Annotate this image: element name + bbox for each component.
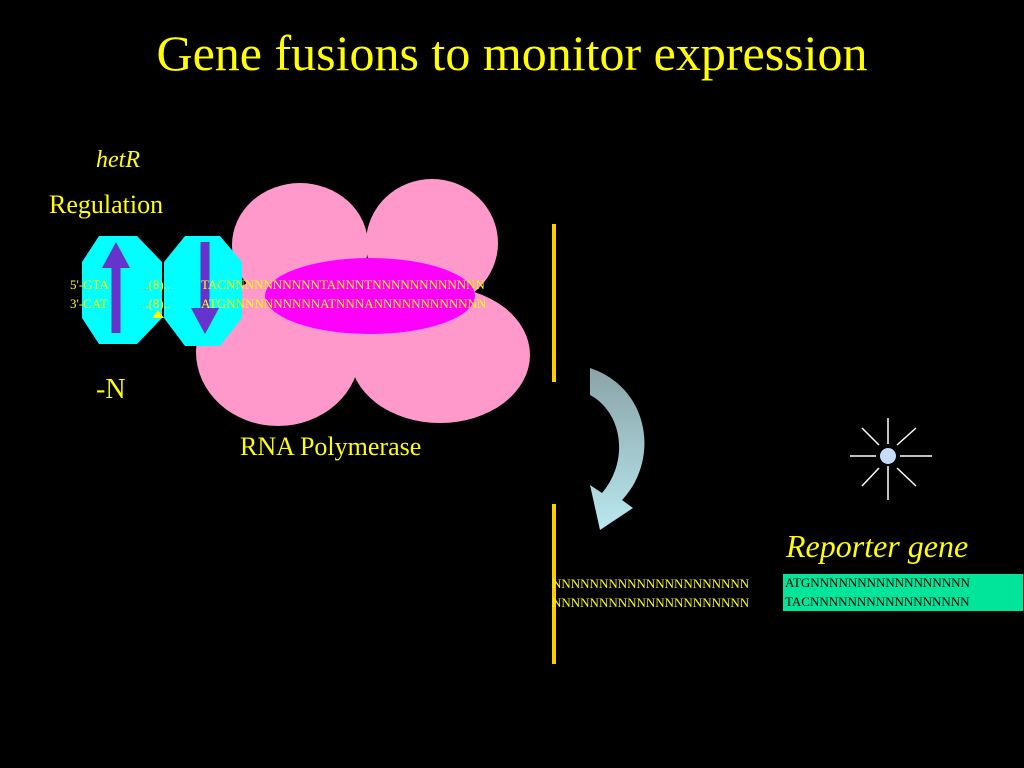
sigma-factor bbox=[265, 258, 475, 334]
rna-polymerase-label: RNA Polymerase bbox=[240, 432, 422, 461]
promoter-bottom-tail: ATGNNNNNNNNNNATNNNANNNNNNNNNNNN bbox=[201, 297, 487, 310]
fusion-bottom-upstream: NNNNNNNNNNNNNNNNNNNNN bbox=[552, 596, 750, 609]
hetr-dimer bbox=[82, 236, 242, 346]
reporter-gene-label: Reporter gene bbox=[786, 528, 969, 564]
promoter-top-tail: TACNNNNNNNNNNTANNNTNNNNNNNNNNNN bbox=[201, 278, 485, 291]
slide-title: Gene fusions to monitor expression bbox=[156, 25, 868, 81]
regulation-label: Regulation bbox=[49, 190, 164, 219]
binding-site-marker bbox=[152, 310, 164, 318]
reporter-coding-bottom: TACNNNNNNNNNNNNNNNNN bbox=[783, 592, 1023, 611]
up-arrow-icon bbox=[102, 242, 130, 268]
promoter-bottom-spacer: ..(8).. bbox=[142, 297, 171, 310]
promoter-top-spacer: ..(8).. bbox=[142, 278, 171, 291]
down-arrow-icon bbox=[191, 308, 219, 334]
promoter-bottom-start: 3'-CAT bbox=[70, 297, 108, 310]
promoter-top-start: 5'-GTA bbox=[70, 278, 109, 291]
curved-arrow-icon bbox=[590, 368, 645, 530]
hetr-monomer-left bbox=[82, 236, 162, 344]
nitrogen-step-label: -N bbox=[96, 374, 126, 405]
reporter-coding-top: ATGNNNNNNNNNNNNNNNNN bbox=[783, 574, 1023, 592]
light-burst-icon bbox=[850, 418, 932, 500]
rna-polymerase bbox=[196, 179, 530, 426]
fusion-top-upstream: NNNNNNNNNNNNNNNNNNNNN bbox=[552, 577, 750, 590]
hetr-label: hetR bbox=[96, 147, 140, 173]
